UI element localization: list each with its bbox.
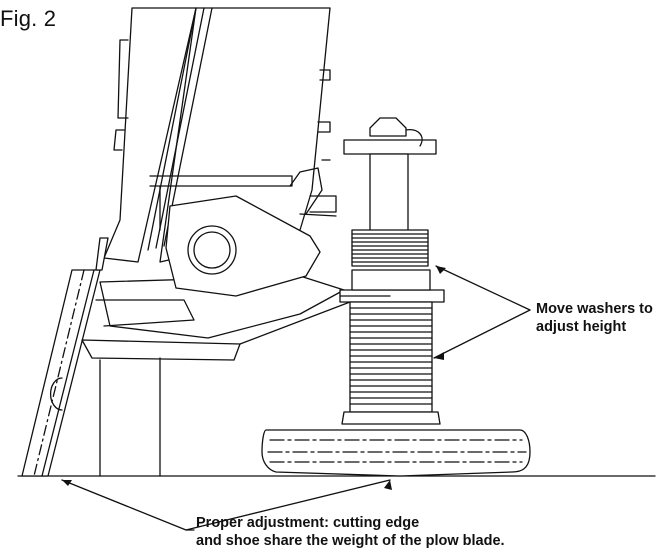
leader-lines (62, 266, 530, 530)
arrowhead-lower (434, 352, 444, 360)
leader-washers-lower (434, 310, 530, 358)
leader-adjust-shoe (186, 480, 390, 530)
pivot-plate (166, 196, 320, 296)
arrowhead-edge (62, 480, 72, 486)
frame-bracket (150, 168, 336, 230)
shoe-plate (262, 430, 530, 476)
callout-adjustment-line2: and shoe share the weight of the plow bl… (196, 533, 505, 549)
callout-washers-line1: Move washers to (536, 301, 653, 317)
cutting-edge (22, 238, 108, 476)
plow-blade (104, 8, 330, 262)
shoe-assembly (262, 118, 530, 476)
arrowhead-upper (436, 266, 446, 274)
arrowhead-shoe (384, 480, 392, 490)
callout-adjustment-line1: Proper adjustment: cutting edge (196, 515, 420, 531)
lower-washer-stack (350, 302, 432, 412)
leader-adjust-edge (62, 480, 194, 530)
mount-bracket (82, 276, 350, 476)
upper-washer-stack (352, 230, 428, 266)
callout-washers-line2: adjust height (536, 319, 627, 335)
leader-washers-upper (436, 266, 530, 310)
figure-label: Fig. 2 (0, 6, 57, 31)
